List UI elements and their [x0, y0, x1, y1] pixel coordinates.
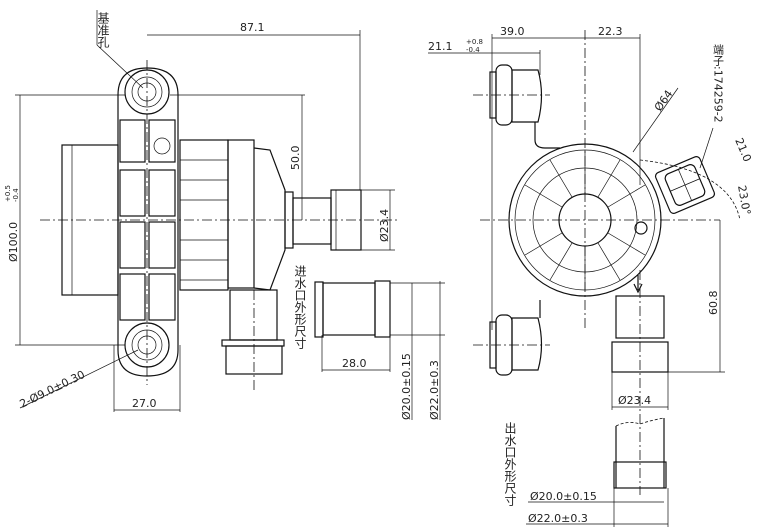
inlet-detail-label: 进水口外形尺寸 — [293, 265, 307, 349]
dim-87-1: 87.1 — [240, 21, 265, 34]
dim-100-tol-upper: +0.5 — [4, 185, 12, 202]
dim-outlet-23-4: Ø23.4 — [378, 209, 391, 242]
inlet-detail — [314, 280, 445, 420]
dim-60-8: 60.8 — [707, 291, 720, 316]
outlet-detail-label: 出水口外形尺寸 — [503, 422, 517, 506]
dim-outlet-inner: Ø20.0±0.15 — [530, 490, 597, 503]
dim-39-0: 39.0 — [500, 25, 525, 38]
dim-body-64: Ø64 — [652, 88, 676, 114]
dim-outlet-23-4-right: Ø23.4 — [618, 394, 651, 407]
dim-28-0: 28.0 — [342, 357, 367, 370]
pump-body — [508, 143, 662, 297]
dim-50-0: 50.0 — [289, 146, 302, 171]
left-view — [15, 10, 400, 412]
inlet-fitting — [330, 189, 362, 251]
connector-label: 端子:174259-2 — [712, 44, 725, 123]
right-view — [428, 30, 741, 495]
outlet-detail — [526, 417, 669, 527]
dim-inlet-inner: Ø20.0±0.15 — [400, 353, 413, 420]
cooling-fins — [179, 139, 229, 291]
dim-27-0: 27.0 — [132, 397, 157, 410]
connector — [654, 156, 716, 214]
mount-bracket — [117, 67, 179, 377]
dim-21-1-tol-lower: -0.4 — [466, 46, 480, 54]
dim-100: Ø100.0 — [7, 222, 20, 262]
dim-connector-21: 21.0 — [732, 136, 754, 164]
dim-21-1: 21.1 — [428, 40, 453, 53]
dim-100-tol-lower: -0.4 — [12, 188, 20, 202]
dim-22-3: 22.3 — [598, 25, 623, 38]
dim-connector-angle: 23.0° — [735, 184, 753, 216]
dim-mount-holes: 2-Ø9.0±0.30 — [18, 368, 87, 411]
reference-hole-label: 基准孔 — [96, 12, 110, 48]
dim-inlet-outer: Ø22.0±0.3 — [428, 360, 441, 420]
dim-outlet-outer: Ø22.0±0.3 — [528, 512, 588, 525]
dim-21-1-tol-upper: +0.8 — [466, 38, 483, 46]
